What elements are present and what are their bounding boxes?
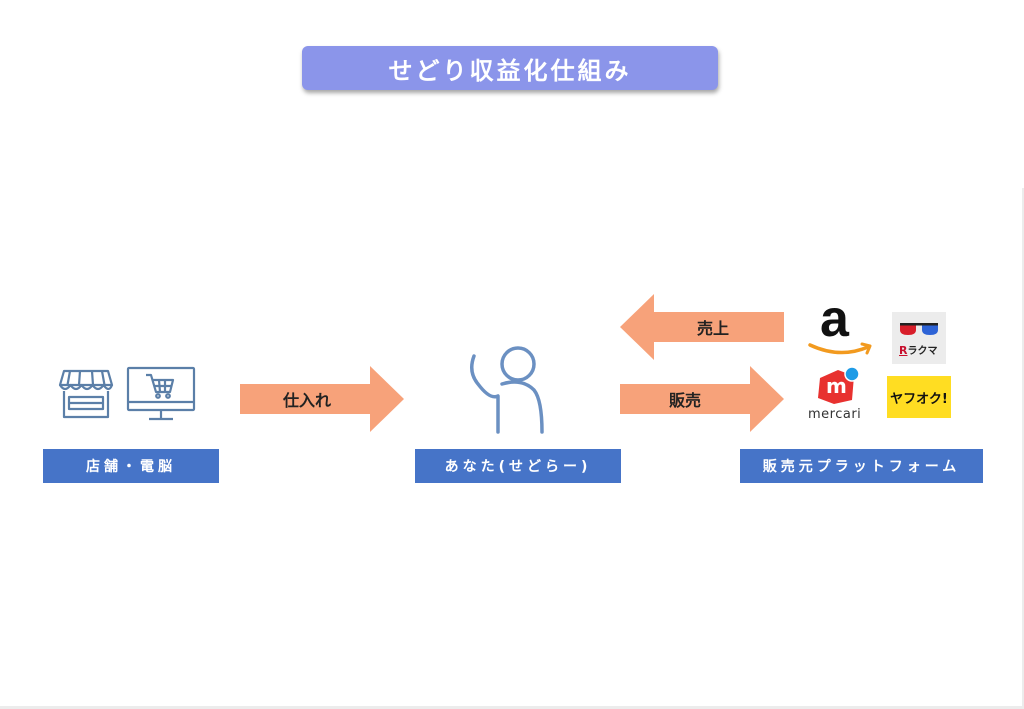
purchase-arrow [240,366,404,432]
page-title: せどり収益化仕組み [302,46,718,90]
store-label: 店舗・電脳 [43,449,219,483]
amazon-smile-icon [808,342,872,355]
mercari-bag-icon [818,366,860,404]
frame-bottom-border [0,706,1024,709]
sales-arrow-label: 売上 [696,319,729,338]
rakuma-wordmark: ラクマ [907,346,938,357]
platform-label: 販売元プラットフォーム [740,449,983,483]
store-icon [58,369,114,419]
yafuoku-logo: ヤフオク! [887,376,951,418]
purchase-arrow-label: 仕入れ [282,391,331,410]
sales-arrow [620,294,784,360]
mercari-m-mark: m [826,374,847,398]
person-waving-icon [470,346,544,434]
you-label: あなた(せどらー) [415,449,621,483]
computer-cart-icon [126,366,196,421]
amazon-logo-letter: a [820,290,849,348]
rakuma-logo: R ラクマ [892,312,946,364]
frame-right-border [1022,188,1024,709]
rakuma-r-mark: R [899,344,908,357]
sell-arrow-label: 販売 [668,391,701,410]
mercari-wordmark: mercari [808,407,862,422]
rakuma-glasses-icon [900,323,938,335]
amazon-logo: a [808,290,878,363]
sell-arrow [620,366,784,432]
mercari-logo: m [810,366,866,426]
